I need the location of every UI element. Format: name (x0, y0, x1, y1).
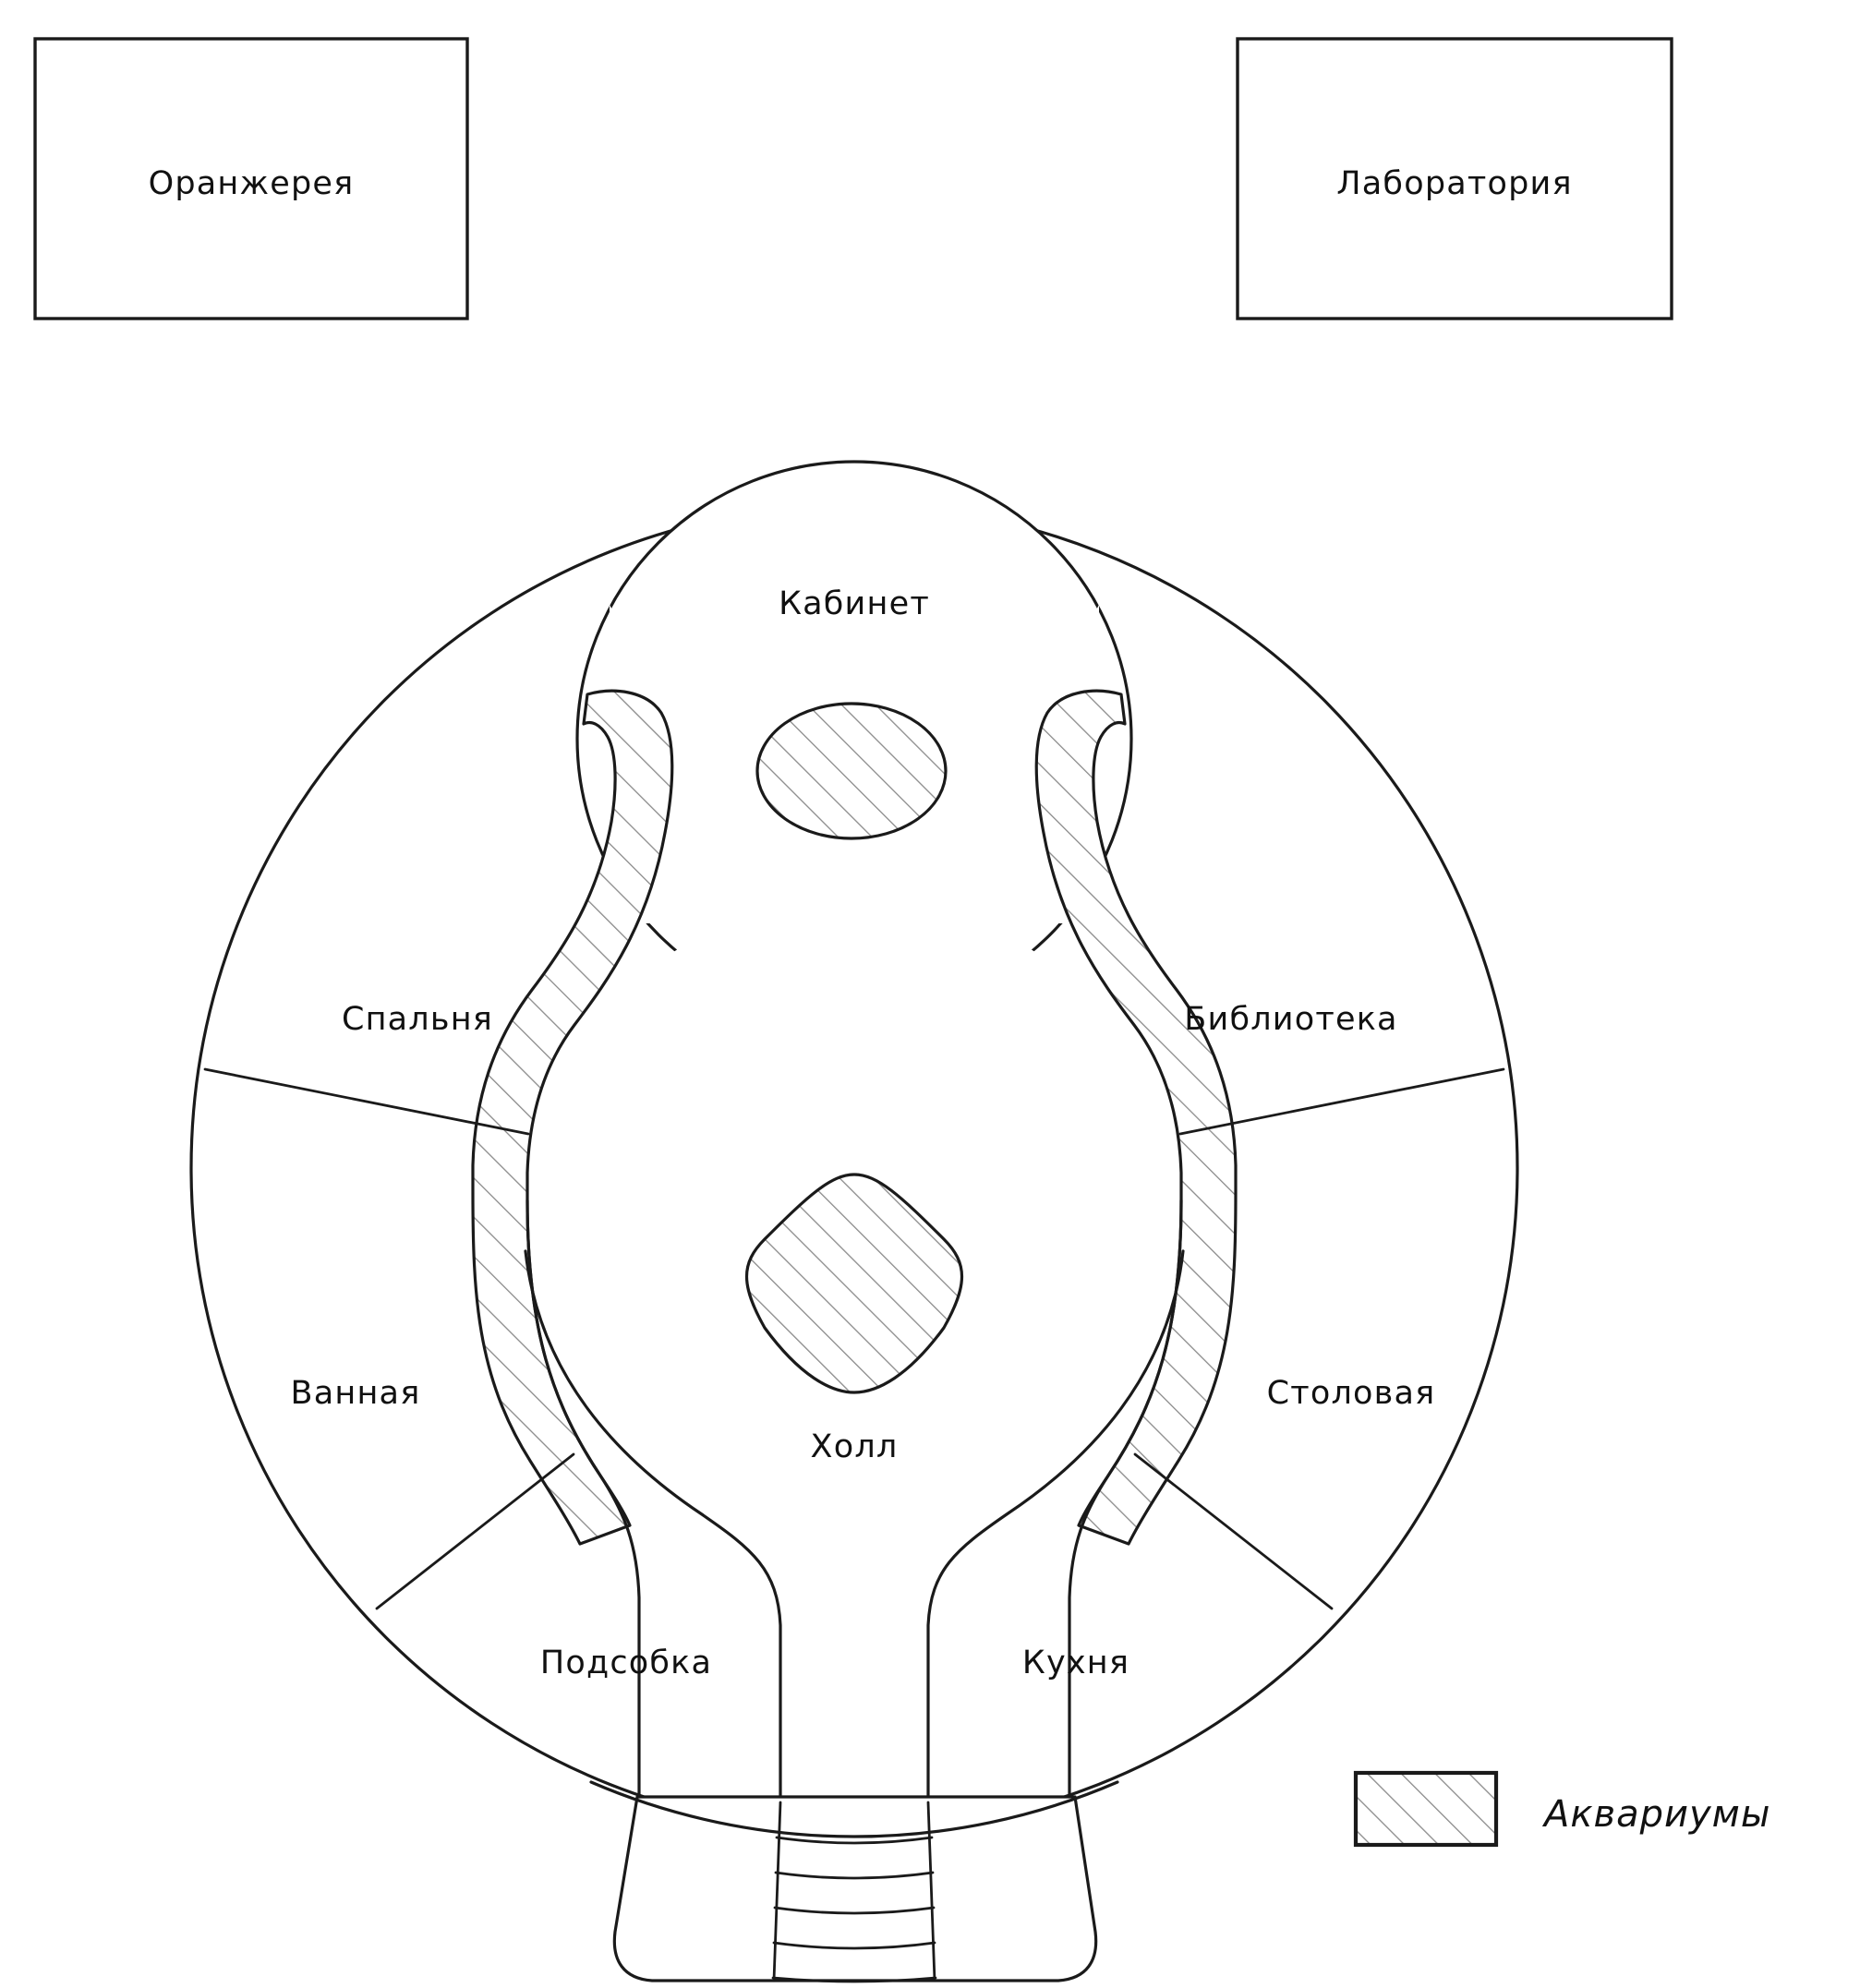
interior-aquariums (745, 702, 963, 1394)
annex-laboratory[interactable]: Лаборатория (1236, 37, 1673, 320)
annex-greenhouse[interactable]: Оранжерея (33, 37, 469, 320)
room-label-study: Кабинет (779, 585, 930, 622)
aquarium-diamond-hall (745, 1173, 963, 1394)
stair-tread-3 (773, 1906, 936, 1915)
stair-rail-left (772, 1801, 782, 1982)
porch-fill (614, 1797, 1096, 1981)
stair-rail-right (926, 1801, 936, 1982)
divider-library-dining (1178, 1067, 1505, 1136)
room-labels: Кабинет Спальня Библиотека Ванная Столов… (291, 585, 1436, 1681)
divider-bedroom-bathroom (203, 1067, 530, 1136)
greenhouse-box[interactable] (33, 37, 469, 320)
aquarium-band-left (471, 689, 674, 1546)
stair-tread-2 (774, 1871, 935, 1880)
corridor-wall-left (524, 1249, 782, 1804)
greenhouse-label: Оранжерея (149, 165, 355, 202)
room-label-bedroom: Спальня (342, 1001, 493, 1038)
entry-porch (589, 1780, 1119, 1983)
room-divider-walls (203, 1067, 1505, 1804)
stair-tread-5 (771, 1976, 937, 1983)
legend-aquarium-label: Аквариумы (1541, 1793, 1770, 1836)
corridor-wall-right (926, 1249, 1185, 1804)
room-label-library: Библиотека (1184, 1001, 1397, 1038)
divider-bathroom-utility (375, 1452, 575, 1610)
room-label-utility: Подсобка (540, 1645, 712, 1681)
room-label-dining: Столовая (1267, 1375, 1436, 1412)
aquarium-oval-study (755, 702, 948, 840)
aquarium-bands (471, 689, 1238, 1546)
porch-wall (612, 1795, 1098, 1982)
stair-tread-4 (772, 1941, 936, 1950)
room-label-kitchen: Кухня (1022, 1645, 1129, 1681)
room-label-hall: Холл (811, 1428, 899, 1465)
legend: Аквариумы (1353, 1770, 1770, 1848)
legend-aquarium-swatch (1353, 1770, 1499, 1848)
room-label-bathroom: Ванная (291, 1375, 421, 1412)
outer-ring-bottom-arc (589, 1780, 1119, 1838)
laboratory-label: Лаборатория (1336, 165, 1572, 202)
laboratory-box[interactable] (1236, 37, 1673, 320)
stair-tread-1 (775, 1836, 934, 1845)
aquarium-band-right (1034, 689, 1238, 1546)
divider-dining-kitchen (1133, 1452, 1334, 1610)
